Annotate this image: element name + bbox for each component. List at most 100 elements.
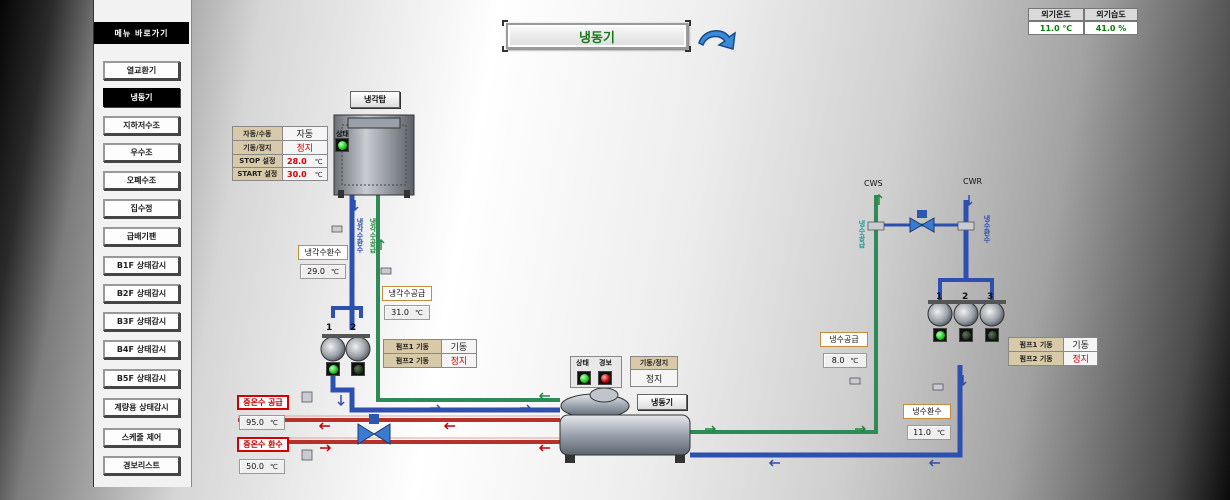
page-title: 냉동기	[506, 23, 688, 49]
chiller-run-value[interactable]: 정지	[630, 369, 678, 387]
ct-table-value-unit: ℃	[314, 157, 323, 166]
menu-item-1[interactable]: 냉동기	[103, 88, 180, 107]
cooling-return-pipe	[330, 195, 560, 413]
cwr-label: CWR	[963, 177, 983, 186]
chilled-pump-2-lamp	[959, 328, 973, 342]
flow-arrows	[318, 193, 973, 467]
chp-table-row-label: 펌프2 기동	[1007, 351, 1065, 366]
chilled-pump-3-number: 3	[987, 292, 994, 302]
chp-table-row-value[interactable]: 정지	[1063, 351, 1098, 366]
hot-water-return-tag: 중온수 환수	[237, 437, 289, 452]
chilled-supply-pipe	[690, 195, 878, 434]
hot-water-pipes	[238, 415, 560, 444]
cooling-supply-readout: 31.0 ℃	[384, 305, 430, 320]
ct-table-row-value[interactable]: 정지	[281, 140, 329, 155]
chilled-pump-3-lamp	[985, 328, 999, 342]
ct-table-value-unit: ℃	[314, 170, 323, 179]
menu-item-2[interactable]: 지하저수조	[103, 116, 180, 135]
outside-temp-value: 11.0 ℃	[1028, 21, 1084, 35]
cooling-supply-pipe-label: 냉각수공급	[369, 218, 377, 253]
cooling-pump-1-lamp	[326, 362, 340, 376]
hot-water-supply-tag: 중온수 공급	[237, 395, 289, 410]
hot-water-return-value: 50.0	[246, 462, 264, 471]
cooling-tower-status-lamp	[335, 138, 349, 152]
chiller-run-label: 기동/정지	[630, 356, 678, 370]
chilled-supply-value: 8.0	[831, 356, 845, 365]
cooling-return-readout: 29.0 ℃	[300, 264, 346, 279]
menu-item-0[interactable]: 열교환기	[103, 61, 180, 80]
chp-table-row-value[interactable]: 기동	[1063, 337, 1098, 352]
cooling-pump-icons	[320, 334, 371, 362]
chilled-pump-1-number: 1	[936, 292, 943, 302]
ct-table-value-number: 30.0	[287, 169, 307, 179]
ct-table-row-value[interactable]: 30.0 ℃	[281, 167, 329, 181]
cooling-tower-icon	[333, 114, 415, 198]
cooling-supply-value: 31.0	[391, 308, 409, 317]
cooling-pump-1-number: 1	[326, 323, 333, 333]
ct-table-row-label: STOP 설정	[232, 154, 283, 168]
menu-item-4[interactable]: 오폐수조	[103, 171, 180, 190]
title-corner-bl	[502, 46, 508, 52]
chilled-return-value: 11.0	[913, 428, 931, 437]
chilled-pump-1-lamp	[933, 328, 947, 342]
chiller-status-lamp	[577, 371, 591, 385]
cp-table-row-label: 펌프2 기동	[383, 353, 442, 368]
ct-table-value-number: 28.0	[287, 156, 307, 166]
chilled-return-pipe-label: 냉수환수	[983, 215, 991, 243]
title-corner-tl	[502, 20, 508, 26]
valve-icon-bypass	[909, 210, 935, 233]
outside-temp-label: 외기온도	[1028, 8, 1084, 21]
menu-item-12[interactable]: 계량용 상태감시	[103, 398, 180, 417]
ct-table-row-value[interactable]: 자동	[281, 126, 329, 141]
menu-item-14[interactable]: 경보리스트	[103, 456, 180, 475]
title-corner-tr	[685, 20, 691, 26]
menu-item-8[interactable]: B2F 상태감시	[103, 284, 180, 303]
cooling-pump-2-number: 2	[350, 323, 357, 333]
menu-header: 메뉴 바로가기	[94, 22, 189, 44]
back-arrow-icon[interactable]	[695, 25, 739, 51]
menu-item-13[interactable]: 스케줄 제어	[103, 428, 180, 447]
outside-hum-label: 외기습도	[1084, 8, 1138, 21]
menu-item-7[interactable]: B1F 상태감시	[103, 256, 180, 275]
cp-table-row-value[interactable]: 정지	[440, 353, 478, 368]
ct-table-row-value[interactable]: 28.0 ℃	[281, 154, 329, 168]
menu-item-6[interactable]: 급배기팬	[103, 227, 180, 246]
cooling-return-pipe-label: 냉각수환수	[356, 218, 364, 253]
cooling-supply-unit: ℃	[414, 308, 423, 317]
chilled-supply-readout: 8.0 ℃	[823, 353, 867, 368]
chiller-status-label: 상태	[576, 359, 589, 367]
cooling-supply-pipe	[376, 195, 560, 402]
ct-table-row-label: START 설정	[232, 167, 283, 181]
cws-label: CWS	[864, 179, 883, 188]
menu-item-5[interactable]: 집수정	[103, 199, 180, 218]
cp-table-row-label: 펌프1 기동	[383, 339, 442, 354]
menu-item-3[interactable]: 우수조	[103, 143, 180, 162]
cooling-tower-status-label: 상태	[336, 130, 349, 138]
chilled-supply-unit: ℃	[850, 356, 859, 365]
hot-water-supply-unit: ℃	[269, 418, 278, 427]
cooling-return-tag: 냉각수환수	[298, 245, 348, 260]
hot-water-return-readout: 50.0 ℃	[239, 459, 285, 474]
chp-table-row-label: 펌프1 기동	[1007, 337, 1065, 352]
chiller-alarm-label: 경보	[599, 359, 612, 367]
cooling-tower-button[interactable]: 냉각탑	[350, 91, 400, 108]
chilled-return-readout: 11.0 ℃	[907, 425, 951, 440]
menu-item-11[interactable]: B5F 상태감시	[103, 369, 180, 388]
cooling-return-unit: ℃	[330, 267, 339, 276]
menu-item-10[interactable]: B4F 상태감시	[103, 340, 180, 359]
hot-water-supply-value: 95.0	[246, 418, 264, 427]
cp-table-row-value[interactable]: 기동	[440, 339, 478, 354]
chilled-return-unit: ℃	[936, 428, 945, 437]
chiller-run-table: 기동/정지 정지	[630, 356, 678, 387]
chiller-name-button[interactable]: 냉동기	[637, 394, 687, 410]
menu-item-9[interactable]: B3F 상태감시	[103, 312, 180, 331]
chilled-supply-tag: 냉수공급	[820, 332, 868, 347]
hot-water-return-unit: ℃	[269, 462, 278, 471]
fitting-icons	[301, 221, 975, 461]
title-corner-br	[685, 46, 691, 52]
